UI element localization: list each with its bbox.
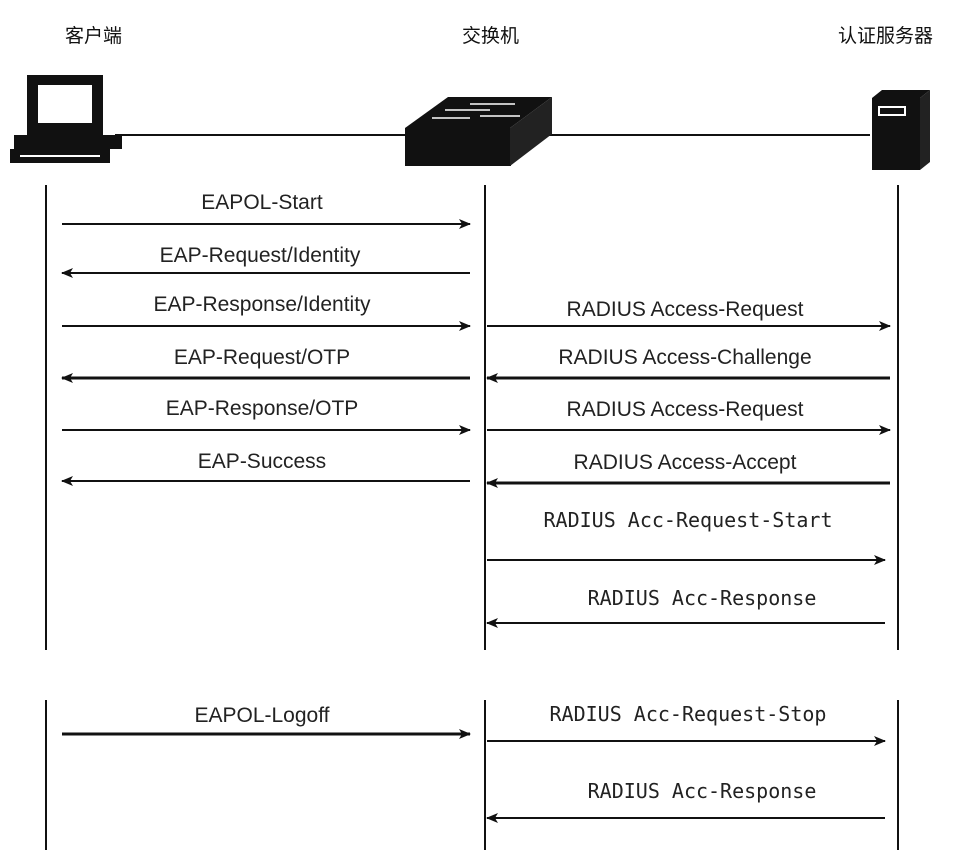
message-label: RADIUS Acc-Response [588,779,817,803]
participant-client-label: 客户端 [65,25,122,47]
message-label: EAPOL-Logoff [194,704,329,727]
computer-icon [10,75,122,163]
message-label: EAP-Request/Identity [160,244,361,267]
message-label: RADIUS Acc-Request-Start [544,508,833,532]
message-label: RADIUS Access-Request [567,398,804,421]
message-label: EAP-Success [198,450,326,473]
participant-server-label: 认证服务器 [838,25,933,47]
message-label: EAP-Response/OTP [166,397,359,420]
participant-switch-label: 交换机 [462,25,519,47]
message-label: EAP-Response/Identity [153,293,371,316]
message-label: EAPOL-Start [201,191,323,214]
message-label: EAP-Request/OTP [174,346,350,369]
message-label: RADIUS Access-Challenge [558,346,811,369]
server-tower-icon [872,90,930,170]
message-label: RADIUS Acc-Request-Stop [550,702,827,726]
message-label: RADIUS Access-Accept [574,451,797,474]
message-label: RADIUS Acc-Response [588,586,817,610]
network-switch-icon [405,97,552,166]
message-label: RADIUS Access-Request [567,298,804,321]
